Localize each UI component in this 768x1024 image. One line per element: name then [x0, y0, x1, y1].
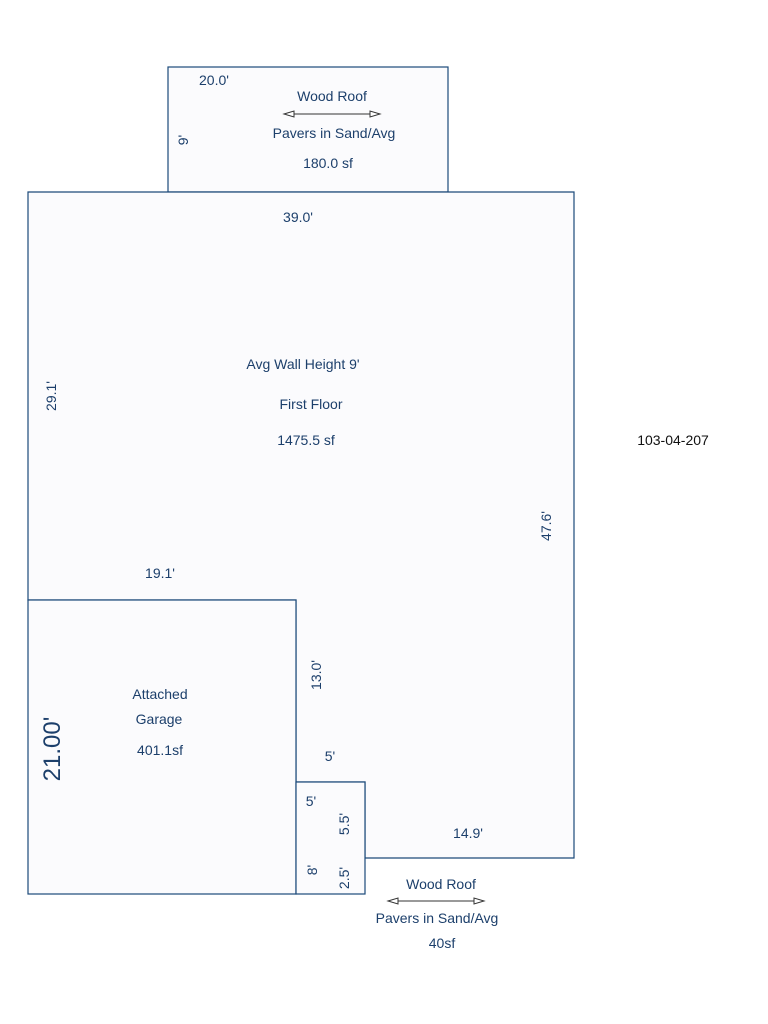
first-floor-name-label: First Floor: [280, 396, 343, 412]
porch-bottom-arrowhead-left: [386, 897, 399, 905]
porch-bottom-arrowhead-right: [473, 897, 486, 905]
porch-bottom-outline: [295, 781, 366, 895]
first-floor-area-label: 1475.5 sf: [277, 432, 335, 448]
wall-height-label: Avg Wall Height 9': [246, 356, 359, 372]
porch-top-width-dim: 20.0': [199, 72, 229, 88]
first-floor-top-dim: 39.0': [283, 209, 313, 225]
garage-outline: [27, 599, 297, 895]
porch-top-arrowhead-left: [282, 110, 295, 118]
porch-bottom-roof-label: Wood Roof: [406, 876, 476, 892]
porch-bottom-area-label: 40sf: [429, 935, 456, 951]
porch-top-outline: [167, 66, 449, 193]
garage-right-dim: 13.0': [308, 660, 324, 690]
first-floor-left-dim: 29.1': [43, 381, 59, 411]
garage-name-line1: Attached: [132, 686, 187, 702]
porch-bottom-left-dim: 8': [304, 865, 320, 875]
porch-bottom-double-arrow: [386, 897, 486, 905]
garage-top-dim: 19.1': [145, 565, 175, 581]
bottom-right-dim: 14.9': [453, 825, 483, 841]
porch-top-arrowhead-right: [369, 110, 382, 118]
garage-area-label: 401.1sf: [137, 742, 183, 758]
porch-top-height-dim: 9': [175, 135, 191, 145]
porch-bottom-width-dim: 5': [306, 793, 316, 809]
porch-top-roof-label: Wood Roof: [297, 88, 367, 104]
first-floor-right-dim: 47.6': [538, 511, 554, 541]
garage-name-line2: Garage: [136, 711, 183, 727]
garage-left-dim: 21.00': [39, 717, 66, 782]
parcel-id-label: 103-04-207: [637, 432, 709, 448]
porch-top-area-label: 180.0 sf: [303, 155, 353, 171]
porch-top-material-label: Pavers in Sand/Avg: [273, 125, 396, 141]
porch-bottom-lower-dim: 2.5': [336, 867, 352, 889]
notch-top-dim: 5': [325, 748, 335, 764]
porch-bottom-upper-dim: 5.5': [336, 813, 352, 835]
porch-top-double-arrow: [282, 110, 382, 118]
porch-bottom-material-label: Pavers in Sand/Avg: [376, 910, 499, 926]
